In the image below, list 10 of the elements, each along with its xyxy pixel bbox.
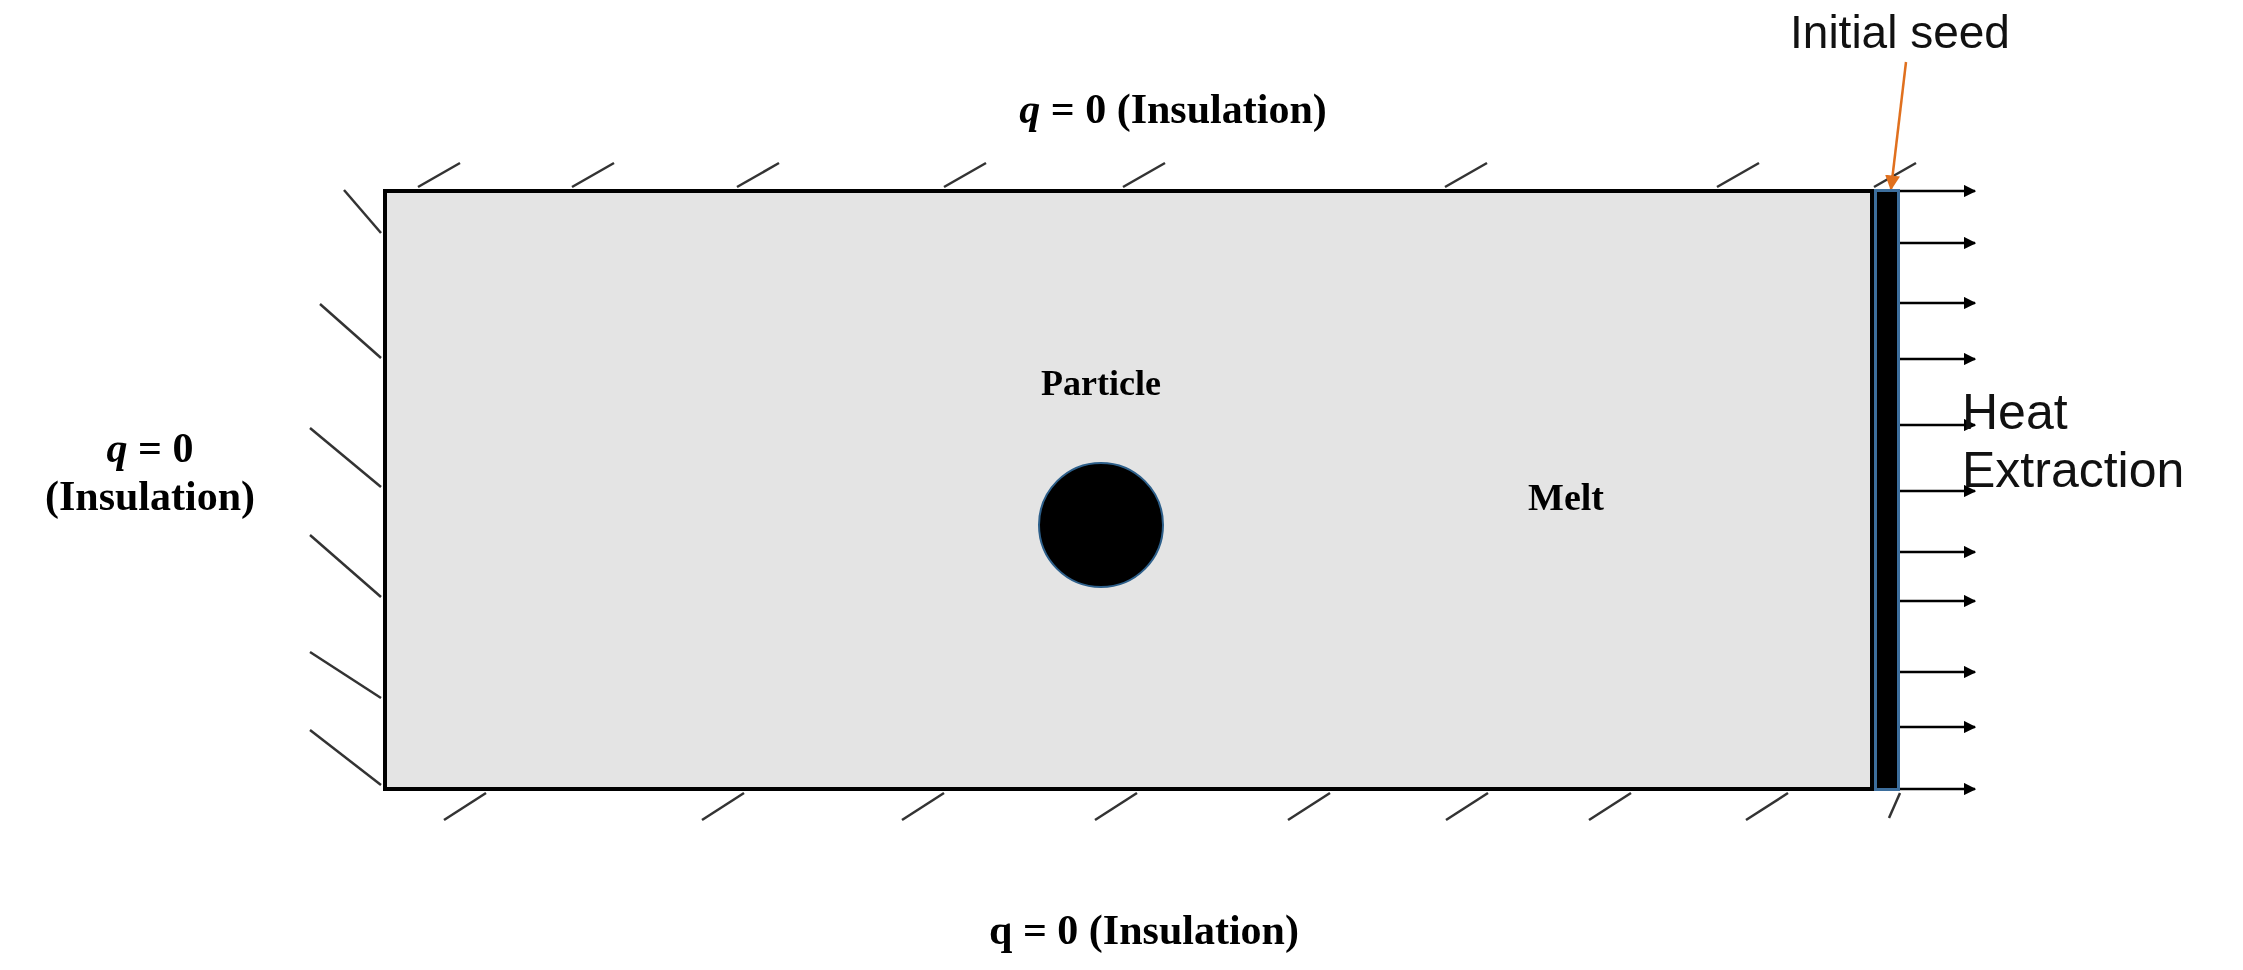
particle-label: Particle [1041,364,1161,404]
melt-domain [383,189,1874,791]
boundary-condition-label: q = 0 (Insulation) [43,423,257,521]
leader-arrow [1885,61,1908,191]
seed-bar [1874,189,1900,791]
boundary-condition-label: q = 0 (Insulation) [989,905,1299,955]
boundary-condition-label: q = 0 (Insulation) [1019,84,1327,134]
region-label: Melt [1528,476,1604,520]
heat-extraction-label: Heat Extraction [1962,384,2186,499]
callout-label: Initial seed [1775,6,2025,59]
